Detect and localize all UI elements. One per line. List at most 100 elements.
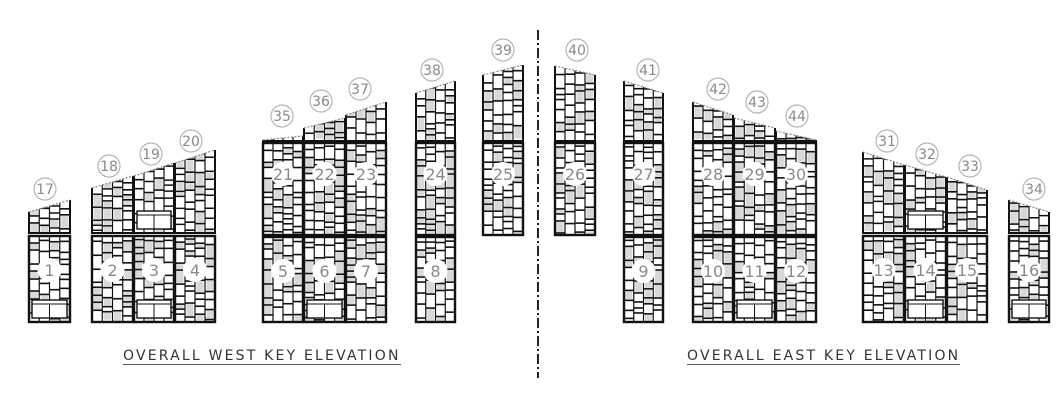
- svg-text:38: 38: [423, 63, 441, 79]
- panel-19: [133, 162, 175, 234]
- panel-tag-18: 18: [97, 154, 121, 178]
- panel-36: [303, 117, 346, 142]
- panel-32: [904, 164, 947, 234]
- svg-text:11: 11: [744, 262, 764, 281]
- svg-text:41: 41: [639, 63, 657, 79]
- panel-17: [28, 199, 71, 234]
- panel-tag-4: 4: [183, 258, 207, 282]
- svg-text:19: 19: [142, 147, 160, 163]
- svg-text:5: 5: [278, 262, 288, 281]
- svg-text:20: 20: [182, 134, 200, 150]
- panel-tag-37: 37: [348, 77, 372, 101]
- panel-tag-12: 12: [784, 259, 808, 283]
- svg-text:39: 39: [494, 43, 512, 59]
- svg-text:32: 32: [918, 147, 936, 163]
- panel-tag-3: 3: [142, 258, 166, 282]
- panel-tag-27: 27: [631, 162, 656, 186]
- panel-tag-15: 15: [955, 258, 979, 282]
- panel-42: [692, 101, 734, 142]
- svg-text:14: 14: [915, 261, 935, 280]
- svg-text:30: 30: [786, 165, 806, 184]
- panel-22: [302, 141, 347, 237]
- east-elevation-title: OVERALL EAST KEY ELEVATION: [687, 348, 961, 365]
- panel-tag-20: 20: [179, 129, 203, 153]
- panel-tag-32: 32: [915, 142, 939, 166]
- svg-text:6: 6: [319, 262, 329, 281]
- panel-43: [733, 117, 776, 142]
- panel-tag-1: 1: [37, 258, 62, 282]
- svg-text:16: 16: [1019, 261, 1039, 280]
- svg-text:40: 40: [568, 43, 586, 59]
- panel-tag-5: 5: [271, 259, 295, 283]
- svg-text:28: 28: [703, 165, 723, 184]
- panel-27: [622, 141, 665, 237]
- panel-34: [1008, 199, 1050, 234]
- panel-tag-36: 36: [309, 89, 333, 113]
- panel-tag-6: 6: [312, 259, 337, 283]
- panel-20: [174, 149, 216, 234]
- svg-text:4: 4: [190, 261, 200, 280]
- svg-text:21: 21: [273, 165, 293, 184]
- panel-14: [903, 234, 948, 324]
- panel-tag-22: 22: [312, 162, 337, 186]
- panel-tag-31: 31: [875, 129, 899, 153]
- panel-tag-39: 39: [491, 38, 515, 62]
- svg-text:33: 33: [961, 159, 979, 175]
- panel-tag-24: 24: [423, 162, 448, 186]
- panel-24: [414, 141, 457, 237]
- svg-text:18: 18: [100, 159, 118, 175]
- svg-text:17: 17: [36, 182, 54, 198]
- panel-tag-9: 9: [631, 259, 656, 283]
- panel-tag-43: 43: [745, 90, 769, 114]
- svg-text:1: 1: [44, 261, 54, 280]
- panel-30: [774, 141, 818, 237]
- panel-tag-38: 38: [420, 58, 444, 82]
- svg-text:8: 8: [430, 262, 440, 281]
- panel-tag-28: 28: [701, 162, 725, 186]
- panel-tag-29: 29: [742, 162, 767, 186]
- svg-text:27: 27: [633, 165, 653, 184]
- svg-text:13: 13: [873, 261, 893, 280]
- panel-tag-34: 34: [1022, 177, 1046, 201]
- panel-tag-17: 17: [33, 177, 57, 201]
- panel-23: [344, 141, 388, 237]
- panel-tag-16: 16: [1017, 258, 1041, 282]
- panel-tag-40: 40: [565, 38, 589, 62]
- svg-text:42: 42: [709, 82, 727, 98]
- panel-tag-23: 23: [354, 162, 378, 186]
- panel-28: [691, 141, 735, 237]
- panel-40: [554, 65, 596, 142]
- svg-text:2: 2: [107, 261, 117, 280]
- svg-text:29: 29: [744, 165, 764, 184]
- svg-text:37: 37: [351, 82, 369, 98]
- panel-tag-30: 30: [784, 162, 808, 186]
- panel-tag-41: 41: [636, 58, 660, 82]
- svg-text:22: 22: [314, 165, 334, 184]
- svg-text:34: 34: [1025, 182, 1043, 198]
- west-elevation-title: OVERALL WEST KEY ELEVATION: [123, 348, 401, 365]
- svg-text:31: 31: [878, 134, 896, 150]
- panel-35: [262, 135, 304, 142]
- panel-tag-14: 14: [913, 258, 938, 282]
- svg-text:26: 26: [565, 165, 585, 184]
- panel-33: [946, 176, 988, 234]
- panel-41: [623, 80, 664, 142]
- panel-tag-26: 26: [563, 162, 587, 186]
- panel-37: [345, 101, 387, 142]
- panel-13: [861, 234, 906, 324]
- svg-text:36: 36: [312, 94, 330, 110]
- svg-text:24: 24: [425, 165, 445, 184]
- panel-tag-2: 2: [100, 258, 125, 282]
- svg-text:44: 44: [788, 109, 806, 125]
- panel-tag-8: 8: [423, 259, 448, 283]
- panel-tag-19: 19: [139, 142, 163, 166]
- panel-tag-11: 11: [742, 259, 767, 283]
- panel-31: [862, 151, 905, 234]
- svg-text:15: 15: [957, 261, 977, 280]
- panel-tag-7: 7: [354, 259, 378, 283]
- panel-38: [415, 80, 456, 142]
- panel-tag-10: 10: [701, 259, 725, 283]
- panel-4: [173, 234, 217, 324]
